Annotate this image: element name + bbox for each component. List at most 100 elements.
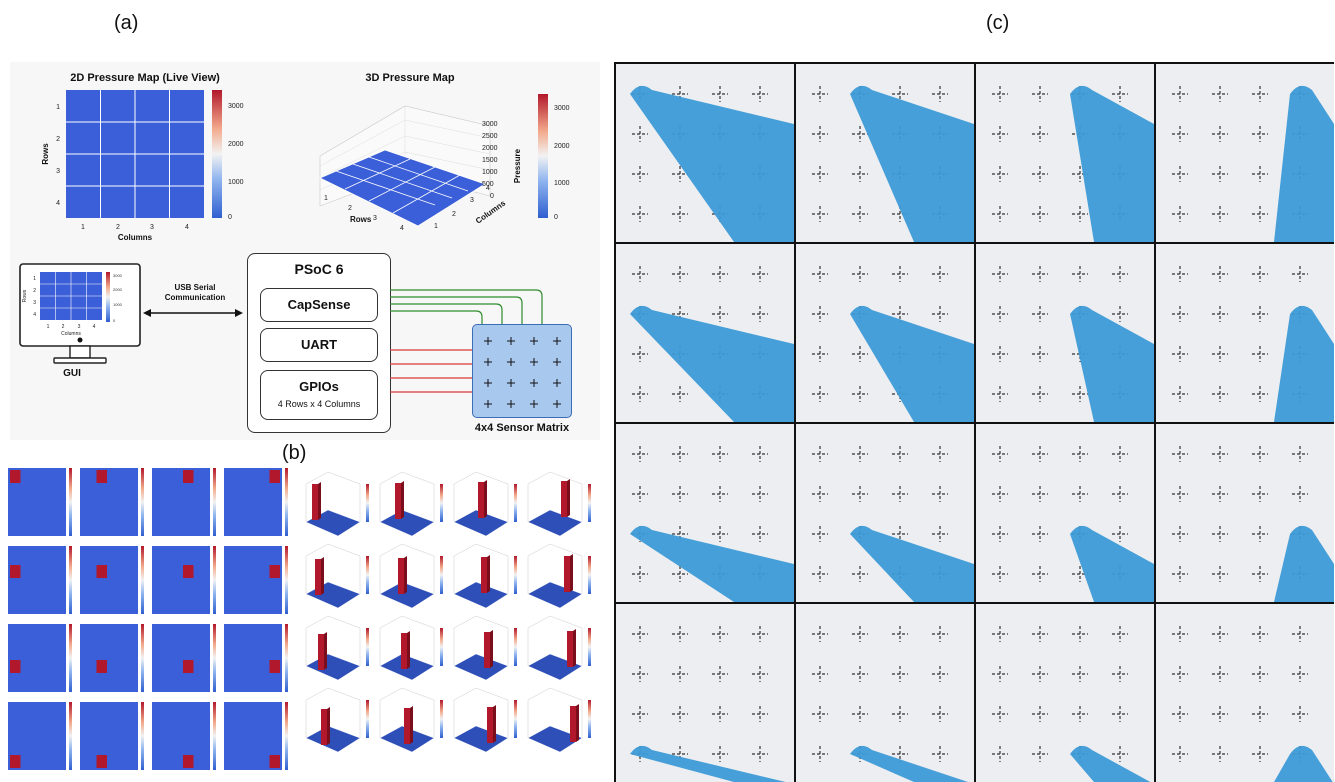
panel-b-heatmap-background (224, 624, 282, 692)
hand-press-photo (796, 244, 974, 422)
map3d-coltick: 3 (470, 197, 474, 204)
hand-press-photo (796, 424, 974, 602)
panel-b-3d-walls (305, 687, 361, 738)
panel-b-heatmap-background (152, 624, 210, 692)
panel-b-3d-walls (453, 471, 509, 522)
blue-glove-finger (1070, 85, 1154, 242)
map3d-cbar-tick: 3000 (554, 105, 570, 112)
panel-b-3d-bar-side (321, 557, 324, 595)
panel-b-3d-walls (379, 471, 435, 522)
panel-b-3d-walls (305, 615, 361, 666)
panel-b-heatmap (80, 546, 144, 614)
hand-press-photo (1156, 604, 1334, 782)
panel-b-3d-plot (305, 615, 369, 681)
panel-b-3d-bar-side (318, 482, 321, 520)
hand-press-photo (976, 64, 1154, 242)
gpios-sublabel: 4 Rows x 4 Columns (277, 399, 361, 409)
map3d-cbar-tick: 1000 (554, 180, 570, 187)
map2d-xlabel: Columns (118, 233, 153, 242)
panel-a-label: (a) (114, 12, 139, 34)
gui-mini-cbar-tick: 1000 (113, 302, 123, 307)
panel-b-active-cell (269, 660, 280, 673)
panel-b-active-cell (10, 755, 21, 768)
blue-glove-finger (850, 745, 974, 782)
panel-b-colorbar (514, 628, 517, 666)
map3d-ztick: 3000 (482, 121, 498, 128)
panel-b-3d-plot (379, 687, 443, 753)
blue-glove-finger (1274, 85, 1334, 242)
map3d-rowtick: 1 (324, 195, 328, 202)
panel-b-active-cell (96, 660, 107, 673)
stitched-sensor-crosses (992, 626, 1128, 762)
gui-monitor: 3000 2000 1000 0 1 2 3 4 1 2 3 4 Columns… (19, 263, 141, 364)
stitched-sensor-crosses (632, 446, 768, 582)
panel-b-label: (b) (282, 442, 307, 464)
wiring (390, 289, 543, 393)
map2d-colorbar: 3000 2000 1000 0 (212, 90, 244, 221)
map2d-title: 2D Pressure Map (Live View) (70, 72, 220, 84)
stitched-sensor-crosses (1172, 626, 1308, 762)
hand-press-photo (976, 244, 1154, 422)
map3d-floor (319, 149, 486, 227)
usb-link-label: USB Serial Communication (150, 283, 240, 303)
panel-b-3d-walls (305, 543, 361, 594)
panel-b-heatmap-background (80, 468, 138, 536)
hand-press-photo (616, 604, 794, 782)
gui-mini-ytick: 4 (33, 312, 36, 318)
panel-b-3d-floor (305, 725, 361, 753)
panel-b-heatmap (224, 702, 288, 770)
panel-b-3d-walls (379, 687, 435, 738)
panel-b-3d-walls (453, 687, 509, 738)
panel-b-3d-bar (481, 557, 487, 593)
panel-b-heatmap (224, 546, 288, 614)
panel-b-colorbar (69, 624, 72, 692)
hand-press-photo (1156, 64, 1334, 242)
uart-label: UART (300, 337, 338, 352)
panel-b-active-cell (183, 755, 194, 768)
psoc6-block: PSoC 6 CapSense UART GPIOs 4 Rows x 4 Co… (247, 253, 391, 433)
panel-b-heatmap-background (8, 546, 66, 614)
panel-b-active-cell (96, 755, 107, 768)
map3d-rowtick: 3 (373, 215, 377, 222)
map2d-gridlines (66, 90, 204, 218)
hand-press-photo (616, 424, 794, 602)
panel-b-3d-plot (453, 687, 517, 753)
uart-block: UART (260, 328, 378, 362)
panel-b-3d-bar (484, 632, 490, 668)
panel-b-3d-bar-side (410, 706, 413, 744)
panel-b-colorbar (141, 702, 144, 770)
panel-b-3d-plot (305, 543, 369, 609)
panel-b-heatmap (224, 624, 288, 692)
panel-b-3d-bar (318, 634, 324, 670)
panel-b-3d-floor (527, 581, 583, 609)
capsense-block: CapSense (260, 288, 378, 322)
panel-b-heatmap-background (80, 546, 138, 614)
panel-b-colorbar (213, 546, 216, 614)
panel-b-3d-plot (527, 543, 591, 609)
panel-b-3d-bar-side (493, 705, 496, 743)
panel-b-3d-bar-side (487, 555, 490, 593)
panel-b-colorbar (285, 624, 288, 692)
panel-b-3d-bar (564, 556, 570, 592)
map3d-coltick: 2 (452, 211, 456, 218)
map2d-cbar-tick: 2000 (228, 141, 244, 148)
panel-b-colorbar (141, 546, 144, 614)
panel-b-3d-plot (453, 615, 517, 681)
panel-b-3d-bar (561, 481, 567, 517)
panel-b-3d-bar (312, 484, 318, 520)
blue-glove-finger (1070, 305, 1154, 422)
panel-b-3d-floor (379, 509, 435, 537)
map3d-ztick: 2500 (482, 133, 498, 140)
psoc6-title: PSoC 6 (294, 261, 344, 277)
panel-b-3d-walls (527, 687, 583, 738)
map3d-collabel: Columns (474, 198, 508, 225)
map3d-ztick: 1000 (482, 169, 498, 176)
hand-press-photo (796, 604, 974, 782)
blue-glove-finger (630, 305, 794, 422)
panel-b-heatmap (8, 546, 72, 614)
panel-b-heatmap (152, 546, 216, 614)
panel-b-3d-bar (398, 558, 404, 594)
panel-b-heatmap-background (152, 546, 210, 614)
map3d-cbar-tick: 2000 (554, 143, 570, 150)
map2d-xtick: 1 (81, 224, 85, 231)
